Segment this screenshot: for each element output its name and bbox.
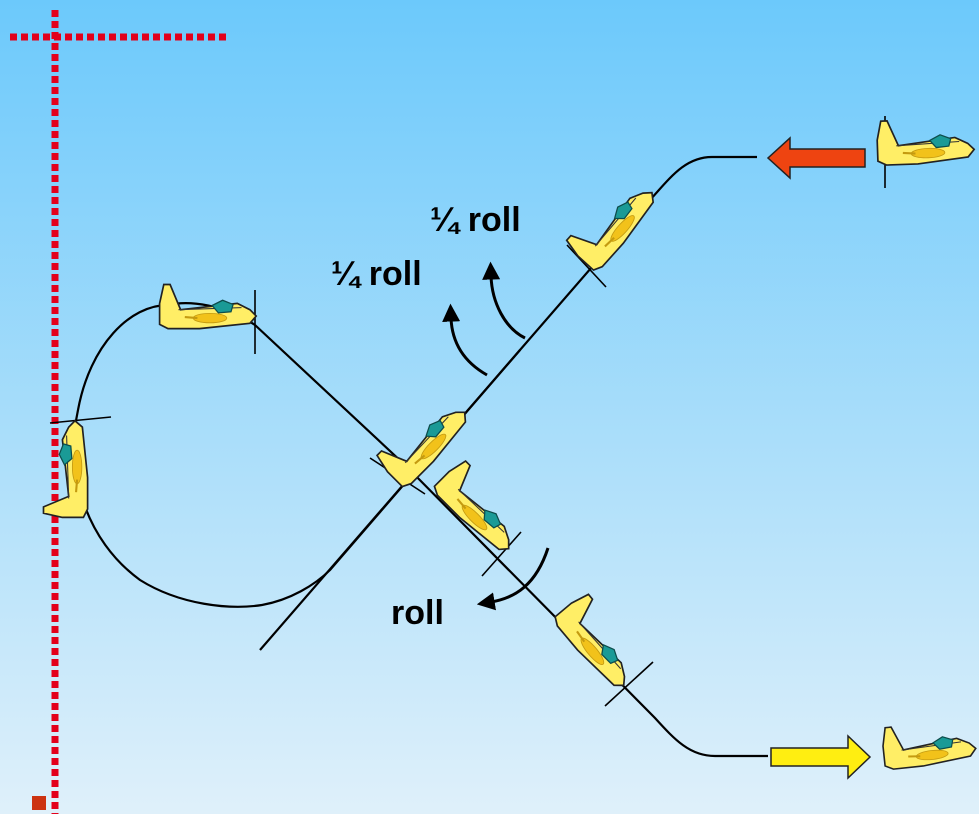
quarter-roll-label-upper: ¼ roll (430, 201, 521, 239)
arrow-left-icon (766, 136, 866, 180)
roll-label: roll (391, 594, 444, 632)
arrow-right-icon (770, 734, 872, 780)
quarter-roll-label-lower: ¼ roll (331, 255, 422, 293)
ground-marker (32, 796, 46, 810)
roll-arrow-icon (442, 261, 550, 611)
